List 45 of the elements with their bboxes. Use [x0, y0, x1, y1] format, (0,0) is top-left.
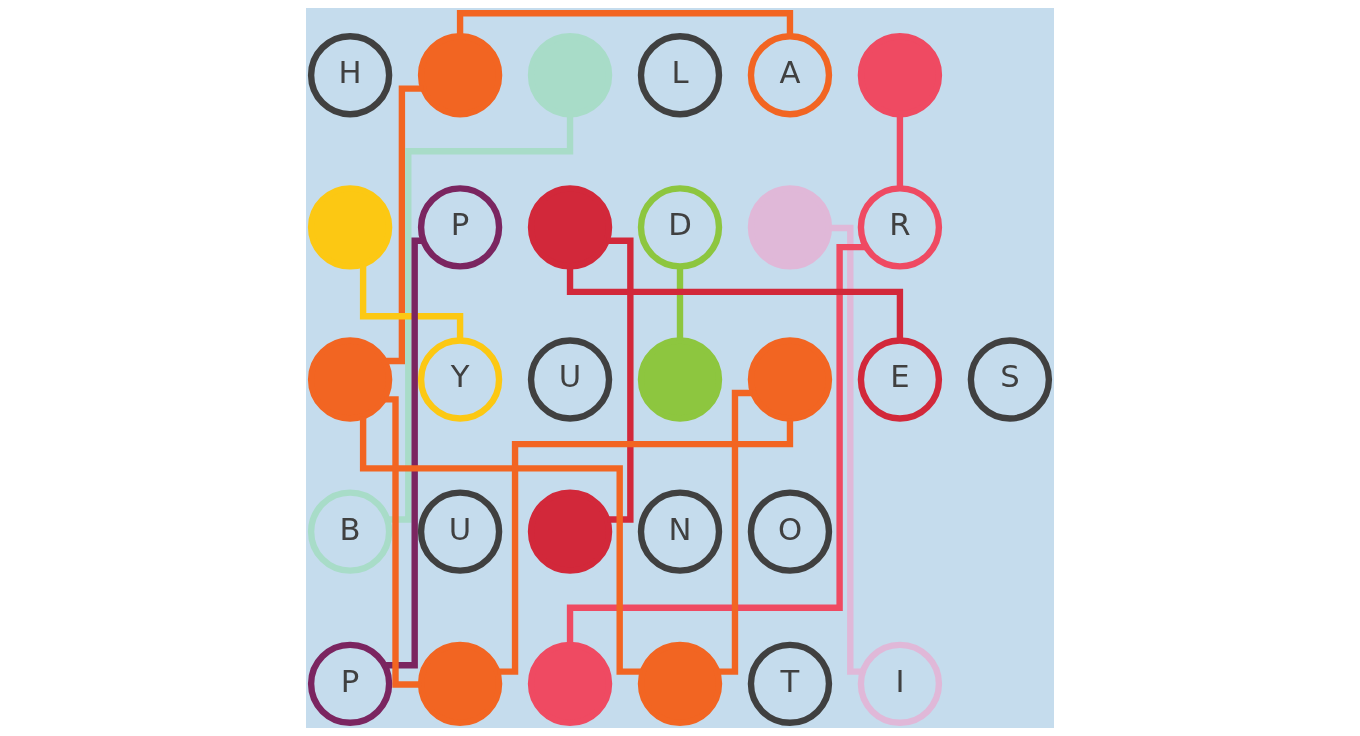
connector	[456, 10, 794, 36]
connector	[717, 389, 753, 675]
node-circle	[747, 337, 833, 422]
node-circle: R	[857, 185, 943, 270]
connector	[384, 237, 424, 669]
node-circle: E	[857, 337, 943, 422]
connector	[384, 85, 424, 365]
connector	[829, 224, 863, 675]
node-circle: U	[527, 337, 613, 422]
node-circle: T	[747, 641, 833, 726]
node-circle: O	[747, 489, 833, 574]
node-circle	[747, 185, 833, 270]
connector	[359, 264, 464, 341]
connector	[387, 114, 574, 523]
node-circle	[527, 33, 613, 118]
node-circle	[417, 641, 503, 726]
node-circle: A	[747, 33, 833, 118]
node-circle: N	[637, 489, 723, 574]
node-circle: B	[307, 489, 393, 574]
node-circle	[527, 489, 613, 574]
node-circle	[857, 33, 943, 118]
node-circle: D	[637, 185, 723, 270]
node-circle	[527, 641, 613, 726]
connector	[497, 418, 794, 675]
connector	[384, 396, 422, 688]
connector	[566, 243, 867, 645]
connector	[566, 266, 904, 341]
node-circle	[417, 33, 503, 118]
node-circle	[307, 337, 393, 422]
connector	[896, 114, 904, 189]
node-circle: U	[417, 489, 503, 574]
connector	[606, 237, 634, 523]
node-circle: S	[967, 337, 1053, 422]
node-circle: L	[637, 33, 723, 118]
node-circle: H	[307, 33, 393, 118]
connector	[676, 266, 684, 341]
node-circle	[637, 641, 723, 726]
node-circle	[637, 337, 723, 422]
connector	[359, 416, 643, 675]
node-circle	[307, 185, 393, 270]
node-circle: P	[307, 641, 393, 726]
node-circle: I	[857, 641, 943, 726]
node-circle: P	[417, 185, 503, 270]
node-circle: Y	[417, 337, 503, 422]
node-circle	[527, 185, 613, 270]
